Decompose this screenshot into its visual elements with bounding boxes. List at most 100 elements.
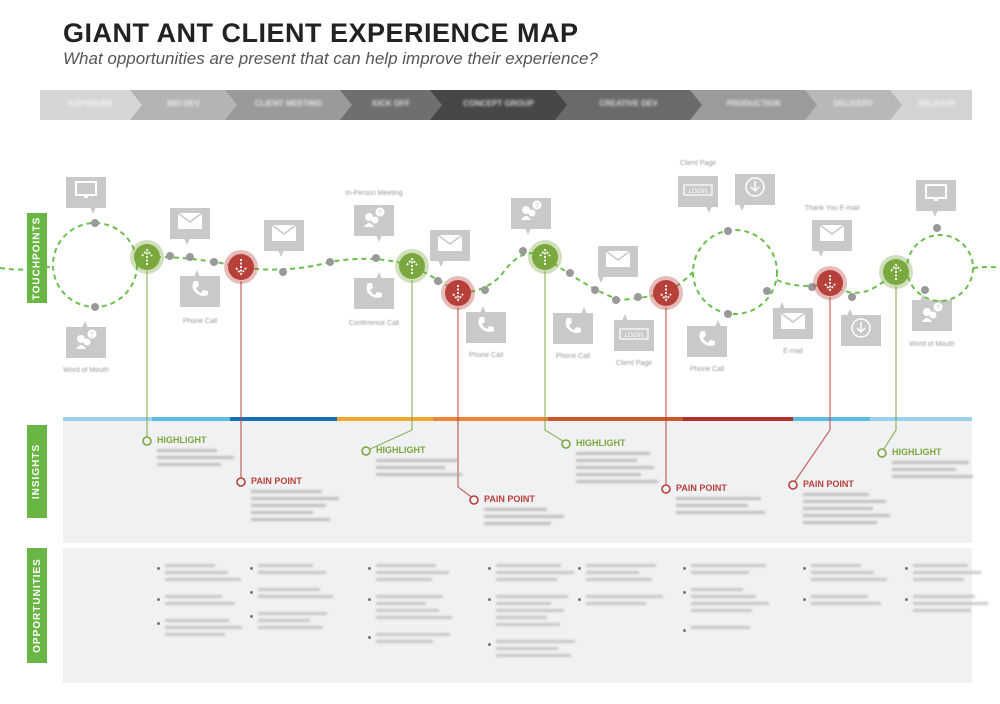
stage-chevron xyxy=(690,90,817,120)
timeline-segment xyxy=(337,417,433,421)
section-label-insights: INSIGHTS xyxy=(27,425,47,518)
opportunity-text-line xyxy=(376,616,452,619)
journey-line xyxy=(0,265,54,271)
timeline-segment xyxy=(152,417,230,421)
opportunity-text-line xyxy=(496,571,574,574)
pain-point-callout: PAIN POINT xyxy=(251,476,351,521)
monitor-icon xyxy=(74,180,98,205)
svg-text:?: ? xyxy=(936,305,940,312)
mail-icon xyxy=(177,212,203,235)
opportunity-text-line xyxy=(258,612,327,615)
opportunity-text-line xyxy=(165,626,242,629)
stage-label: CLIENT MEETING xyxy=(254,99,323,108)
opportunity-bullet xyxy=(905,595,990,616)
opportunity-text-line xyxy=(586,602,646,605)
timeline-segment xyxy=(63,417,152,421)
mail-icon xyxy=(780,312,806,335)
bullet-dot xyxy=(157,622,160,625)
touchpoint-dot xyxy=(91,219,99,227)
touchpoint-dot xyxy=(848,293,856,301)
callout-text-line xyxy=(376,459,458,462)
touchpoint-chat: ? xyxy=(912,294,952,331)
touchpoint-dot xyxy=(434,277,442,285)
bullet-dot xyxy=(803,567,806,570)
touchpoint-monitor xyxy=(66,177,106,214)
stage-label: CREATIVE DEV xyxy=(599,99,658,108)
stage-label: CONCEPT GROUP xyxy=(463,99,534,108)
callout-heading: HIGHLIGHT xyxy=(892,447,942,457)
section-label-opportunities: OPPORTUNITIES xyxy=(27,548,47,663)
bullet-dot xyxy=(250,591,253,594)
pain-point-node xyxy=(813,266,847,300)
opportunity-column xyxy=(803,564,888,619)
bullet-dot xyxy=(683,591,686,594)
callout-text-line xyxy=(484,508,547,511)
touchpoint-dot xyxy=(166,252,174,260)
timeline-segment xyxy=(870,417,972,421)
bullet-dot xyxy=(683,629,686,632)
touchpoint-phone xyxy=(466,306,506,343)
pain-point-node xyxy=(441,276,475,310)
touchpoint-dot xyxy=(634,293,642,301)
callout-text-line xyxy=(576,473,641,476)
arrow-down-icon xyxy=(660,285,672,302)
stage-chevron xyxy=(555,90,702,120)
arrow-down-icon xyxy=(452,285,464,302)
opportunity-text-line xyxy=(913,578,964,581)
opportunity-text-line xyxy=(586,564,656,567)
callout-text-line xyxy=(892,475,973,478)
touchpoint-dot xyxy=(279,268,287,276)
page-title: GIANT ANT CLIENT EXPERIENCE MAP xyxy=(63,18,579,48)
callout-text-line xyxy=(676,504,748,507)
opportunity-text-line xyxy=(691,564,766,567)
opportunity-bullet xyxy=(250,564,335,578)
opportunity-column xyxy=(905,564,990,626)
moment-connector xyxy=(881,286,897,453)
svg-text:?: ? xyxy=(90,332,94,339)
highlight-callout: HIGHLIGHT xyxy=(576,438,676,483)
arrow-up-icon xyxy=(539,248,551,265)
callout-heading: HIGHLIGHT xyxy=(157,435,207,445)
bullet-dot xyxy=(157,598,160,601)
svg-text:LOGIN: LOGIN xyxy=(625,333,644,339)
opportunity-column xyxy=(250,564,335,643)
callout-text-line xyxy=(157,463,221,466)
page-subtitle: What opportunities are present that can … xyxy=(63,49,598,68)
touchpoint-dot xyxy=(481,286,489,294)
opportunity-text-line xyxy=(586,595,663,598)
opportunity-column xyxy=(157,564,242,650)
pain-point-node xyxy=(224,250,258,284)
callout-text-line xyxy=(251,490,322,493)
moment-marker xyxy=(877,448,887,458)
stage-label: BID DEV xyxy=(167,99,200,108)
opportunity-bullet xyxy=(803,595,888,609)
callout-text-line xyxy=(803,500,886,503)
touchpoint-label: E-mail xyxy=(783,348,803,355)
moment-marker xyxy=(788,480,798,490)
opportunity-bullet xyxy=(157,619,242,640)
opportunity-text-line xyxy=(165,619,229,622)
opportunity-text-line xyxy=(913,564,968,567)
highlight-node xyxy=(879,255,913,289)
download-icon xyxy=(850,317,872,344)
arrow-up-icon xyxy=(141,248,153,265)
phone-icon xyxy=(563,316,583,341)
timeline-segment xyxy=(230,417,337,421)
highlight-node xyxy=(528,240,562,274)
opportunity-text-line xyxy=(691,588,743,591)
mail-icon xyxy=(819,224,845,247)
moment-marker xyxy=(361,446,371,456)
bullet-dot xyxy=(157,567,160,570)
touchpoint-dot xyxy=(186,253,194,261)
journey-line xyxy=(136,252,1000,302)
stage-chevron xyxy=(225,90,352,120)
svg-text:?: ? xyxy=(535,203,539,210)
opportunity-text-line xyxy=(496,623,560,626)
bullet-dot xyxy=(250,567,253,570)
callout-text-line xyxy=(803,493,869,496)
touchpoint-chat: ? xyxy=(354,205,394,242)
touchpoint-mail xyxy=(812,220,852,257)
moment-marker xyxy=(236,477,246,487)
